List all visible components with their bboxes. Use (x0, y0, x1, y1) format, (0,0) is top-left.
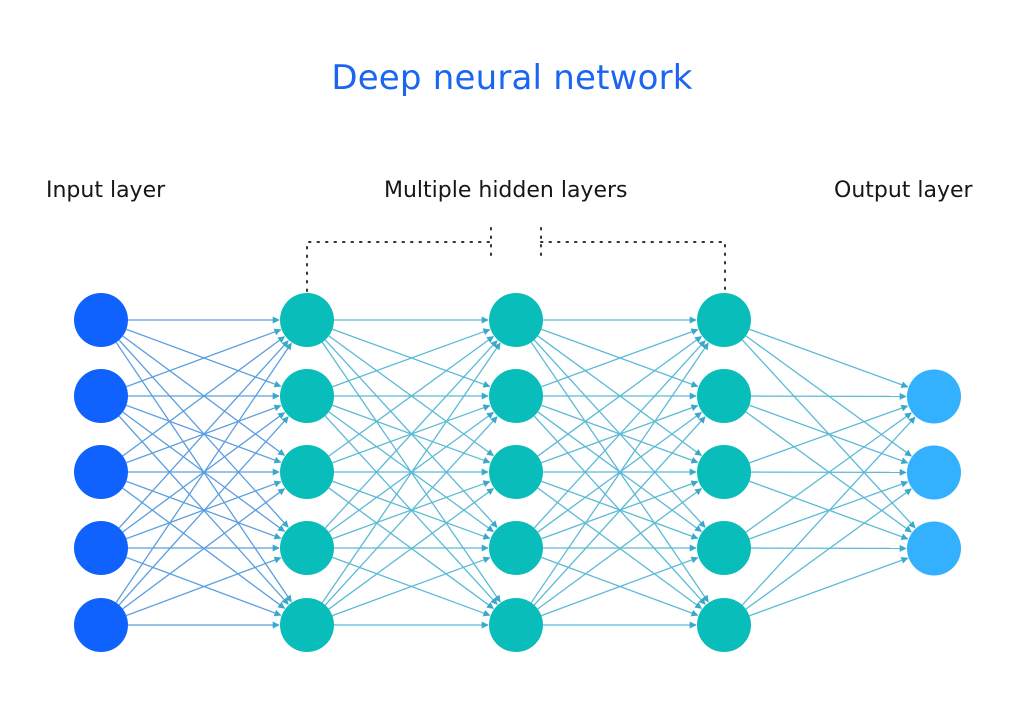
connection-hidden-3-4-to-output-1 (745, 412, 912, 533)
connection-input-4-to-hidden-1-1 (118, 340, 289, 529)
hidden-3-node-1 (697, 293, 751, 347)
hidden-3-node-4 (697, 521, 751, 575)
hidden-1-node-2 (280, 369, 334, 423)
connection-hidden-3-5-to-output-3 (749, 556, 909, 617)
neurons (74, 293, 961, 652)
connection-hidden-2-3-to-hidden-3-1 (537, 335, 702, 457)
connection-hidden-3-3-to-output-1 (749, 404, 909, 464)
hidden-2-node-2 (489, 369, 543, 423)
connection-hidden-3-5-to-output-2 (745, 488, 912, 610)
connection-hidden-3-5-to-output-1 (741, 416, 916, 606)
input-node-3 (74, 445, 128, 499)
connection-hidden-1-2-to-hidden-2-1 (332, 328, 491, 388)
bracket-left (306, 241, 492, 292)
connection-hidden-1-3-to-hidden-2-1 (328, 335, 494, 457)
connection-hidden-2-4-to-hidden-3-1 (533, 340, 706, 529)
connection-input-2-to-hidden-1-1 (126, 328, 282, 388)
connection-input-5-to-hidden-1-4 (126, 556, 282, 617)
hidden-2-node-3 (489, 445, 543, 499)
connection-hidden-2-5-to-hidden-3-4 (541, 556, 699, 617)
connection-hidden-2-2-to-hidden-3-1 (541, 328, 699, 388)
hidden-1-node-4 (280, 521, 334, 575)
bracket-right (540, 241, 726, 292)
hidden-3-node-3 (697, 445, 751, 499)
hidden-1-node-3 (280, 445, 334, 499)
connection-hidden-1-5-to-hidden-2-2 (324, 416, 498, 606)
connection-hidden-3-1-to-output-1 (749, 328, 909, 389)
connection-input-5-to-hidden-1-2 (118, 416, 289, 606)
connection-hidden-1-5-to-hidden-2-1 (321, 342, 501, 604)
connection-input-3-to-hidden-1-1 (122, 336, 286, 457)
input-node-5 (74, 598, 128, 652)
connection-hidden-2-5-to-hidden-3-3 (537, 488, 703, 610)
connection-hidden-1-5-to-hidden-2-4 (332, 556, 491, 617)
connection-input-5-to-hidden-1-3 (122, 488, 286, 610)
input-node-1 (74, 293, 128, 347)
hidden-2-node-1 (489, 293, 543, 347)
output-node-3 (907, 521, 961, 576)
output-node-2 (907, 445, 961, 500)
connection-input-5-to-hidden-1-1 (115, 342, 292, 603)
output-layer-label: Output layer (834, 178, 973, 203)
hidden-layers-label: Multiple hidden layers (384, 178, 628, 203)
input-node-4 (74, 521, 128, 575)
input-node-2 (74, 369, 128, 423)
hidden-1-node-5 (280, 598, 334, 652)
hidden-1-node-1 (280, 293, 334, 347)
connection-hidden-1-5-to-hidden-2-3 (328, 488, 494, 610)
connection-hidden-1-4-to-hidden-2-1 (324, 340, 498, 529)
connections (115, 316, 916, 629)
hidden-2-node-5 (489, 598, 543, 652)
diagram-title: Deep neural network (331, 58, 693, 98)
connection-hidden-2-5-to-hidden-3-1 (530, 342, 709, 604)
output-node-1 (907, 369, 961, 424)
hidden-3-node-5 (697, 598, 751, 652)
input-layer-label: Input layer (46, 178, 166, 203)
connection-hidden-2-5-to-hidden-3-2 (533, 416, 706, 606)
hidden-layers-bracket (306, 227, 726, 292)
hidden-3-node-2 (697, 369, 751, 423)
hidden-2-node-4 (489, 521, 543, 575)
